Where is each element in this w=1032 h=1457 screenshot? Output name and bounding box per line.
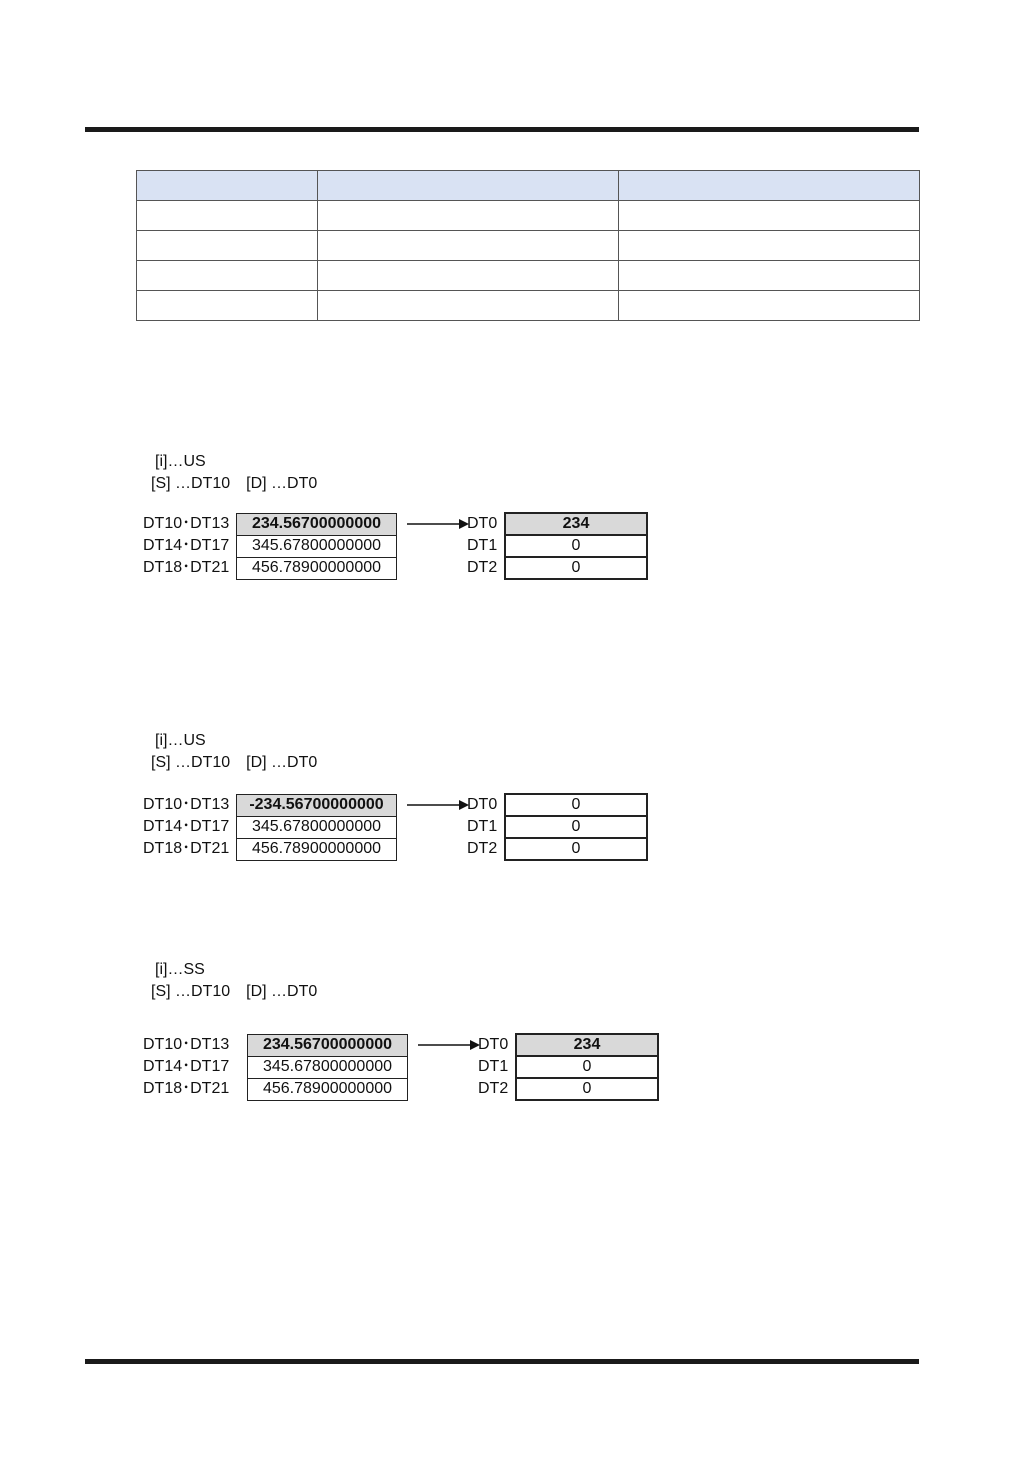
param-i: [i]…SS: [155, 961, 205, 978]
src-label: DT18･DT21: [143, 559, 230, 576]
operand-table: [136, 170, 920, 321]
src-label: DT14･DT17: [143, 537, 230, 554]
dst-label: DT0: [467, 515, 498, 532]
src-value: 234.56700000000: [236, 513, 397, 536]
example-1: [i]…US [S] …DT10 [D] …DT0 DT10･DT13 DT14…: [0, 451, 1032, 601]
table-header-cell: [317, 170, 619, 201]
src-value: 456.78900000000: [236, 557, 397, 580]
src-value: 234.56700000000: [247, 1034, 408, 1057]
param-i: [i]…US: [155, 732, 206, 749]
dst-label: DT1: [478, 1058, 509, 1075]
table-header-cell: [136, 170, 318, 201]
param-s-d: [S] …DT10 [D] …DT0: [151, 475, 318, 492]
dst-label: DT1: [467, 537, 498, 554]
dst-label: DT1: [467, 818, 498, 835]
src-label: DT18･DT21: [143, 1080, 230, 1097]
dst-value: 234: [504, 512, 648, 536]
dst-value: 0: [504, 815, 648, 839]
table-row: [136, 290, 920, 321]
table-row: [136, 200, 920, 231]
param-i: [i]…US: [155, 453, 206, 470]
dst-value: 234: [515, 1033, 659, 1057]
src-value: 345.67800000000: [236, 816, 397, 839]
src-label: DT10･DT13: [143, 515, 230, 532]
dst-label: DT0: [478, 1036, 509, 1053]
dst-label: DT2: [478, 1080, 509, 1097]
dst-label: DT2: [467, 559, 498, 576]
src-label: DT14･DT17: [143, 1058, 230, 1075]
example-2: [i]…US [S] …DT10 [D] …DT0 DT10･DT13 DT14…: [0, 730, 1032, 880]
src-value: 456.78900000000: [247, 1078, 408, 1101]
header-rule: [85, 127, 919, 132]
dst-label: DT0: [467, 796, 498, 813]
param-s-d: [S] …DT10 [D] …DT0: [151, 754, 318, 771]
src-value: 456.78900000000: [236, 838, 397, 861]
src-label: DT10･DT13: [143, 1036, 230, 1053]
dst-value: 0: [504, 556, 648, 580]
dst-value: 0: [504, 534, 648, 558]
dst-label: DT2: [467, 840, 498, 857]
table-row: [136, 230, 920, 261]
table-header-cell: [618, 170, 920, 201]
footer-rule: [85, 1359, 919, 1364]
dst-value: 0: [504, 793, 648, 817]
src-value: 345.67800000000: [247, 1056, 408, 1079]
dst-value: 0: [504, 837, 648, 861]
dst-value: 0: [515, 1055, 659, 1079]
example-3: [i]…SS [S] …DT10 [D] …DT0 DT10･DT13 DT14…: [0, 959, 1032, 1109]
table-header-row: [136, 170, 920, 201]
src-value: -234.56700000000: [236, 794, 397, 817]
arrow-right-icon: [407, 800, 469, 810]
arrow-right-icon: [407, 519, 469, 529]
table-row: [136, 260, 920, 291]
param-s-d: [S] …DT10 [D] …DT0: [151, 983, 318, 1000]
arrow-right-icon: [418, 1040, 480, 1050]
src-value: 345.67800000000: [236, 535, 397, 558]
src-label: DT14･DT17: [143, 818, 230, 835]
src-label: DT10･DT13: [143, 796, 230, 813]
dst-value: 0: [515, 1077, 659, 1101]
src-label: DT18･DT21: [143, 840, 230, 857]
